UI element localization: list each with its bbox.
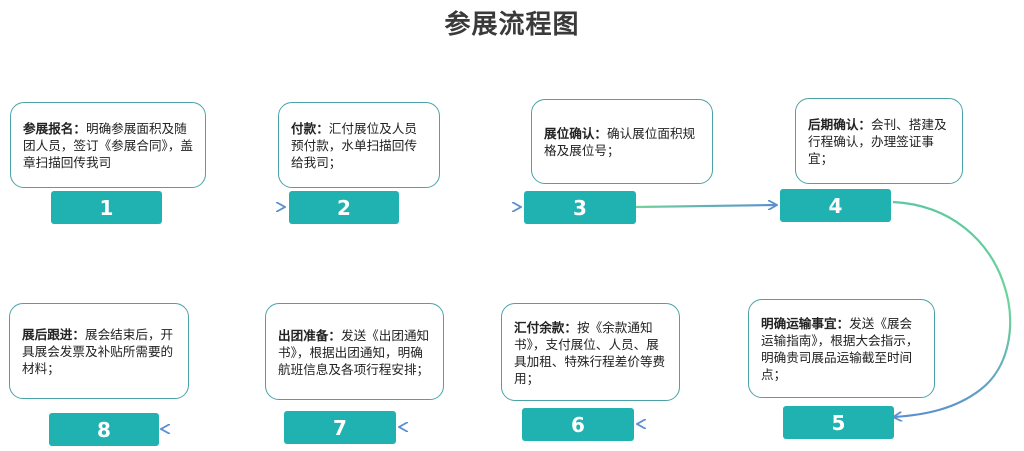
step-4-text: 会刊、搭建及行程确认，办理签证事宜； xyxy=(808,117,947,166)
step-4-box: 后期确认：会刊、搭建及行程确认，办理签证事宜； xyxy=(795,98,963,184)
step-8-text: 展会结束后，开具展会发票及补贴所需要的材料； xyxy=(22,327,174,376)
diagram-title: 参展流程图 xyxy=(444,10,580,40)
step-4-label: 后期确认： xyxy=(808,117,871,132)
step-6-label: 汇付余款： xyxy=(514,319,577,335)
step-5-label: 明确运输事宜： xyxy=(761,316,850,331)
step-8-label: 展后跟进： xyxy=(22,327,85,342)
step-7-text: 发送《出团通知书》，根据出团通知，明确航班信息及各项行程安排； xyxy=(278,327,430,377)
step-8-number: 8 xyxy=(49,413,159,446)
step-5-box: 明确运输事宜：发送《展会运输指南》，根据大会指示，明确贵司展品运输截至时间点； xyxy=(748,299,935,398)
step-7-number: 7 xyxy=(284,411,396,444)
connector-3-4 xyxy=(635,205,776,207)
step-1-number: 1 xyxy=(51,191,162,224)
step-7-box: 出团准备：发送《出团通知书》，根据出团通知，明确航班信息及各项行程安排； xyxy=(265,303,444,400)
step-3-label: 展位确认： xyxy=(544,126,607,141)
step-2-number: 2 xyxy=(289,191,399,224)
step-2-text: 汇付展位及人员预付款，水单扫描回传给我司； xyxy=(291,121,417,170)
step-6-text: 按《余款通知书》，支付展位、人员、展具加租、特殊行程差价等费用； xyxy=(514,319,666,386)
step-4-number: 4 xyxy=(780,189,891,222)
step-1-text: 明确参展面积及随团人员，签订《参展合同》，盖章扫描回传我司 xyxy=(23,121,194,170)
step-6-number: 6 xyxy=(522,408,634,441)
step-3-text: 确认展位面积规格及展位号； xyxy=(544,126,696,158)
step-2-label: 付款： xyxy=(291,121,329,136)
step-8-box: 展后跟进：展会结束后，开具展会发票及补贴所需要的材料； xyxy=(9,303,189,399)
step-5-text: 发送《展会运输指南》，根据大会指示，明确贵司展品运输截至时间点； xyxy=(761,316,919,382)
step-3-box: 展位确认：确认展位面积规格及展位号； xyxy=(531,99,713,184)
step-6-box: 汇付余款：按《余款通知书》，支付展位、人员、展具加租、特殊行程差价等费用； xyxy=(501,303,680,401)
connector-4-5 xyxy=(893,200,1012,417)
step-3-number: 3 xyxy=(524,191,636,224)
step-2-box: 付款：汇付展位及人员预付款，水单扫描回传给我司； xyxy=(278,102,440,188)
step-5-number: 5 xyxy=(783,406,894,439)
step-7-label: 出团准备： xyxy=(278,327,341,343)
step-1-box: 参展报名：明确参展面积及随团人员，签订《参展合同》，盖章扫描回传我司 xyxy=(10,102,206,188)
step-1-label: 参展报名： xyxy=(23,121,86,136)
